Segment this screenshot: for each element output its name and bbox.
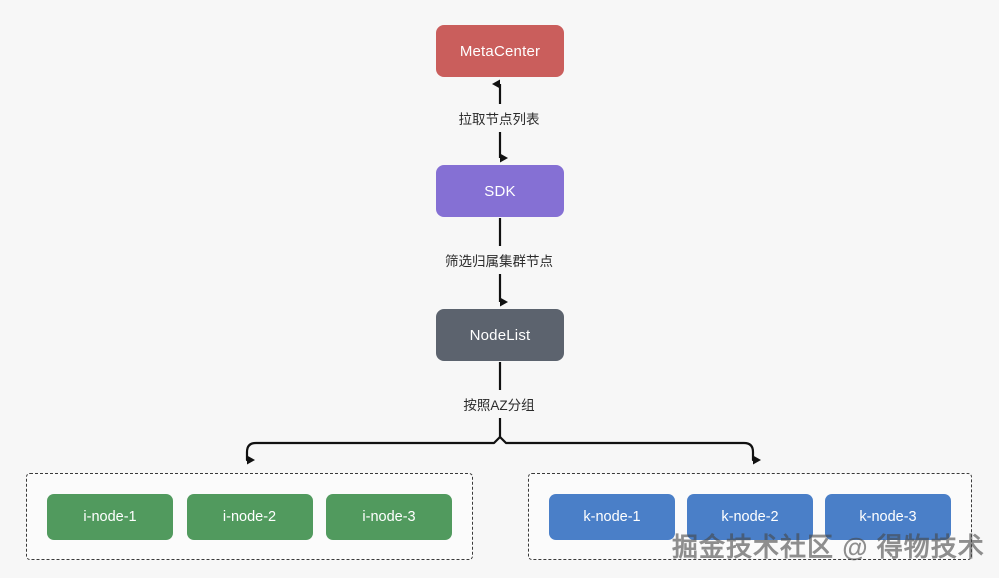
node-i-node-3[interactable]: i-node-3 (326, 493, 452, 540)
node-k-node-3[interactable]: k-node-3 (825, 493, 951, 540)
edge-fork-right (498, 435, 761, 465)
edge-fork-left (245, 435, 502, 465)
node-nodelist[interactable]: NodeList (436, 309, 564, 361)
node-k-node-2[interactable]: k-node-2 (687, 493, 813, 540)
node-i-node-1[interactable]: i-node-1 (47, 493, 173, 540)
node-sdk[interactable]: SDK (436, 165, 564, 217)
az-group-k: k-node-1 k-node-2 k-node-3 (528, 473, 972, 560)
edge-label-pull-node-list: 拉取节点列表 (458, 112, 540, 127)
az-group-i: i-node-1 i-node-2 i-node-3 (26, 473, 473, 560)
edge-label-filter-cluster-nodes: 筛选归属集群节点 (445, 254, 553, 269)
node-i-node-2[interactable]: i-node-2 (186, 493, 313, 540)
edge-label-group-by-az: 按照AZ分组 (463, 398, 535, 413)
node-k-node-1[interactable]: k-node-1 (549, 493, 675, 540)
node-metacenter[interactable]: MetaCenter (436, 25, 564, 77)
